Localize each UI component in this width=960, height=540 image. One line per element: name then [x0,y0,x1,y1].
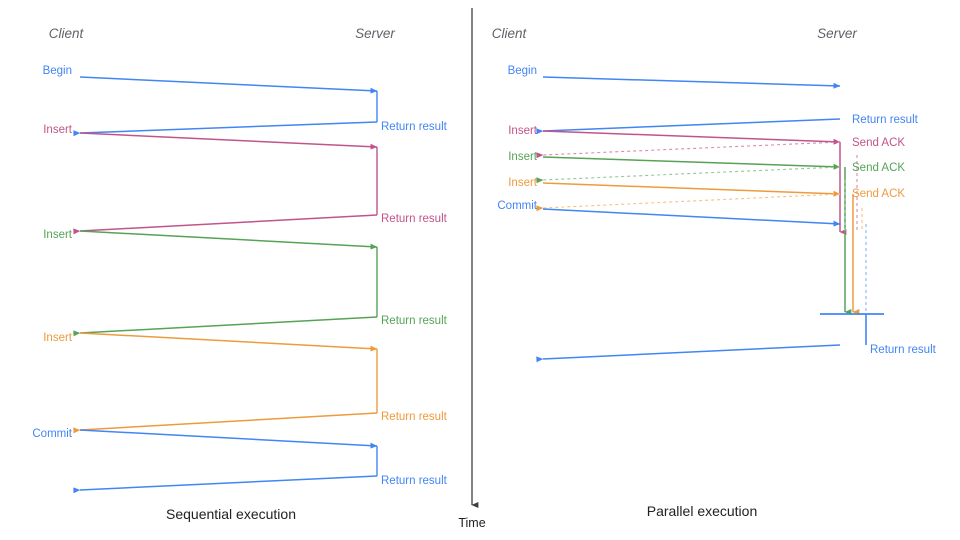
message-arrow-commit [542,208,841,227]
message-arrow-insert [542,130,841,145]
message-arrow-insert [79,332,378,352]
message-arrow-return-result [73,412,378,434]
message-label-begin: Begin [43,65,72,77]
message-label-send-ack: Send ACK [852,137,905,149]
lifeline-title-client: Client [49,26,85,41]
message-label-return-result: Return result [381,213,448,225]
message-label-return-result: Return result [870,344,937,356]
message-arrow-send-ack [536,141,841,159]
message-arrow-insert [79,132,378,150]
message-arrow-commit [79,429,378,449]
message-arrow-insert [79,230,378,250]
message-arrow-return-result [73,121,378,137]
message-label-insert: Insert [43,124,73,136]
lifeline-title-server: Server [817,26,857,41]
message-label-insert: Insert [43,332,73,344]
message-label-send-ack: Send ACK [852,188,905,200]
message-label-return-result: Return result [381,475,448,487]
message-arrow-insert [542,182,841,197]
message-arrow-return-result [536,344,841,363]
message-arrow-return-result [73,316,378,337]
message-arrow-send-ack [536,193,841,212]
message-label-insert: Insert [508,177,538,189]
lifeline-title-client: Client [492,26,528,41]
message-arrow-send-ack [536,166,841,184]
panel-caption: Parallel execution [647,503,758,519]
message-arrow-insert [542,156,841,170]
message-arrow-return-result [536,118,841,135]
message-arrow-begin [542,76,841,89]
message-label-return-result: Return result [381,121,448,133]
panel-caption: Sequential execution [166,506,296,522]
message-label-return-result: Return result [852,114,919,126]
message-label-insert: Insert [43,229,73,241]
message-label-insert: Insert [508,125,538,137]
message-label-send-ack: Send ACK [852,162,905,174]
message-arrow-return-result [73,475,378,494]
message-label-return-result: Return result [381,315,448,327]
message-arrow-return-result [73,214,378,235]
time-axis-label: Time [458,516,485,530]
message-arrow-begin [79,76,378,94]
message-label-begin: Begin [508,65,537,77]
message-label-insert: Insert [508,151,538,163]
message-label-commit: Commit [32,428,72,440]
lifeline-title-server: Server [355,26,395,41]
message-label-commit: Commit [497,200,537,212]
message-label-return-result: Return result [381,411,448,423]
